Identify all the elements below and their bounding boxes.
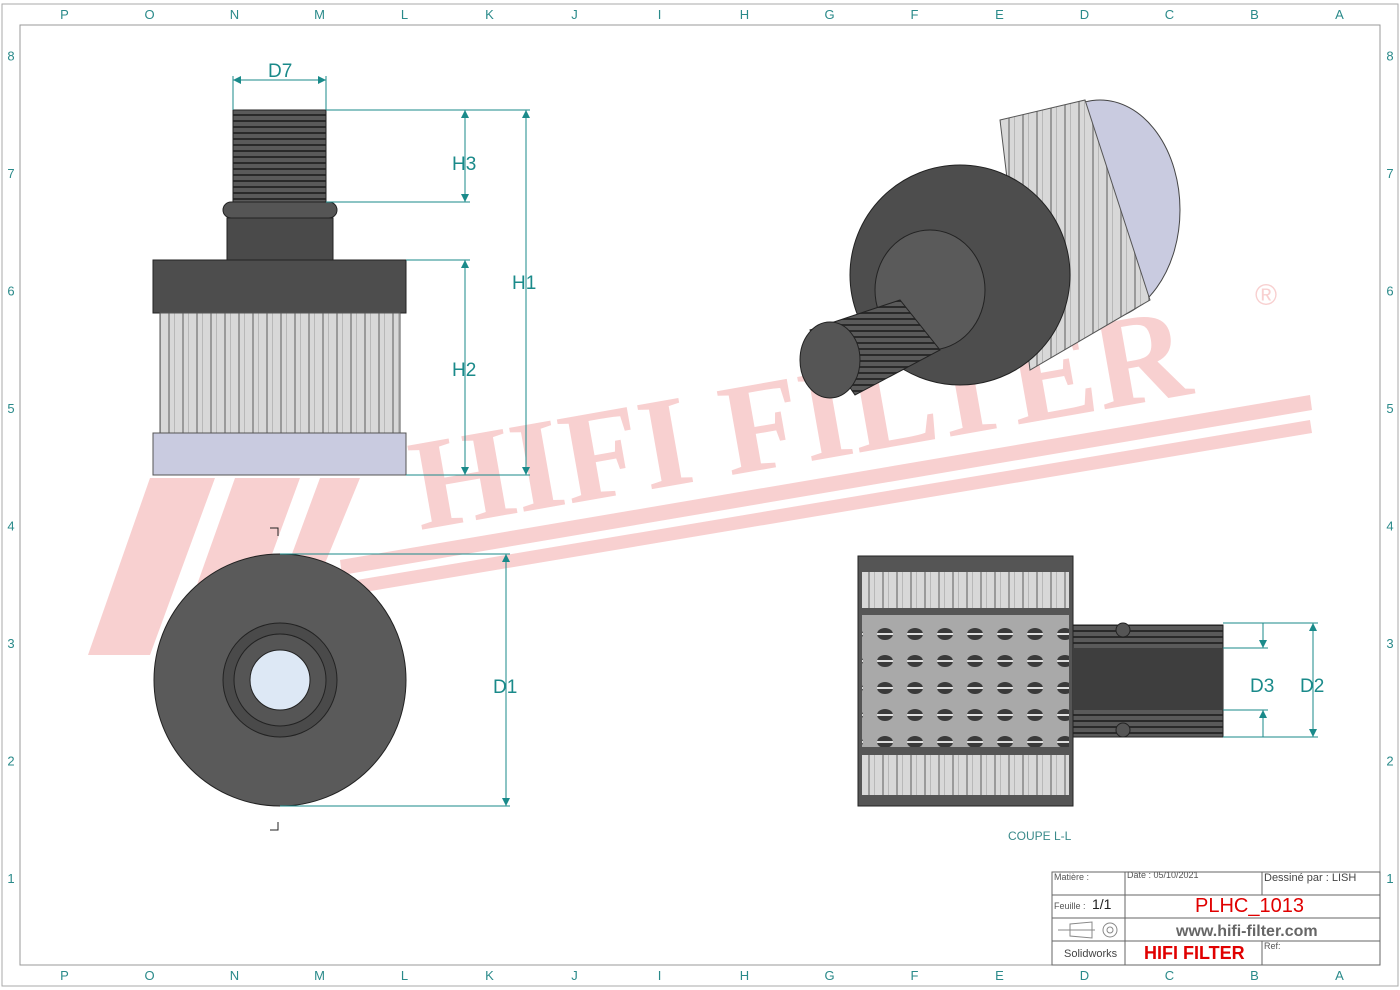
grid-column-label: A bbox=[1335, 7, 1344, 22]
grid-column-label: F bbox=[911, 7, 919, 22]
part-number: PLHC_1013 bbox=[1195, 895, 1304, 917]
sheet-label: Feuille : bbox=[1054, 901, 1086, 911]
grid-column-label: H bbox=[740, 968, 749, 983]
grid-column-label: D bbox=[1080, 7, 1089, 22]
grid-column-label: O bbox=[144, 968, 154, 983]
grid-column-label: K bbox=[485, 968, 494, 983]
grid-column-label: E bbox=[995, 968, 1004, 983]
grid-row-labels-left: 8 7 6 5 4 3 2 1 bbox=[7, 48, 14, 886]
grid-row-label: 3 bbox=[1386, 636, 1393, 651]
grid-row-label: 4 bbox=[7, 518, 14, 533]
grid-row-label: 2 bbox=[7, 753, 14, 768]
drawn-by: Dessiné par : LISH bbox=[1264, 872, 1356, 884]
grid-row-labels-right: 8 7 6 5 4 3 2 1 bbox=[1386, 48, 1393, 886]
dimension-h3: H3 bbox=[452, 154, 476, 175]
grid-row-label: 3 bbox=[7, 636, 14, 651]
grid-column-label: I bbox=[658, 7, 662, 22]
grid-column-label: N bbox=[230, 968, 239, 983]
isometric-view bbox=[799, 99, 1181, 399]
grid-row-label: 1 bbox=[7, 871, 14, 886]
grid-column-label: J bbox=[571, 968, 578, 983]
grid-column-label: C bbox=[1165, 968, 1174, 983]
bottom-view-dimensions bbox=[280, 553, 510, 807]
software: Solidworks bbox=[1064, 948, 1118, 960]
date-label: Date : 05/10/2021 bbox=[1127, 870, 1199, 880]
grid-column-label: G bbox=[824, 968, 834, 983]
svg-text:®: ® bbox=[1255, 279, 1277, 312]
grid-row-label: 7 bbox=[1386, 166, 1393, 181]
grid-row-label: 4 bbox=[1386, 518, 1393, 533]
grid-column-label: P bbox=[60, 7, 69, 22]
grid-row-label: 6 bbox=[1386, 283, 1393, 298]
grid-column-label: P bbox=[60, 968, 69, 983]
drawing-frame bbox=[1, 3, 1399, 987]
sheet-value: 1/1 bbox=[1092, 896, 1112, 912]
grid-column-label: E bbox=[995, 7, 1004, 22]
brand-name: HIFI FILTER bbox=[1144, 943, 1245, 963]
dimension-d1: D1 bbox=[493, 677, 517, 698]
dimension-d3: D3 bbox=[1250, 676, 1274, 697]
grid-column-label: M bbox=[314, 968, 325, 983]
grid-column-label: D bbox=[1080, 968, 1089, 983]
ref-label: Ref: bbox=[1264, 941, 1281, 951]
grid-column-label: B bbox=[1250, 968, 1259, 983]
section-view bbox=[857, 555, 1224, 807]
section-caption: COUPE L-L bbox=[1008, 829, 1072, 843]
grid-row-label: 5 bbox=[7, 401, 14, 416]
projection-symbol-icon bbox=[1058, 921, 1118, 939]
section-view-dimensions bbox=[1223, 622, 1318, 738]
dimension-d2: D2 bbox=[1300, 676, 1324, 697]
grid-column-label: B bbox=[1250, 7, 1259, 22]
grid-column-label: H bbox=[740, 7, 749, 22]
grid-column-label: N bbox=[230, 7, 239, 22]
title-block bbox=[1051, 871, 1381, 966]
bottom-view bbox=[153, 527, 407, 831]
grid-row-label: 2 bbox=[1386, 753, 1393, 768]
website: www.hifi-filter.com bbox=[1175, 923, 1318, 940]
grid-column-label: F bbox=[911, 968, 919, 983]
grid-row-label: 6 bbox=[7, 283, 14, 298]
dimension-h2: H2 bbox=[452, 360, 476, 381]
grid-column-label: K bbox=[485, 7, 494, 22]
grid-column-label: C bbox=[1165, 7, 1174, 22]
dimension-d7: D7 bbox=[268, 61, 292, 82]
grid-row-label: 8 bbox=[1386, 48, 1393, 63]
grid-column-label: O bbox=[144, 7, 154, 22]
grid-row-label: 5 bbox=[1386, 401, 1393, 416]
grid-column-label: I bbox=[658, 968, 662, 983]
dimension-h1: H1 bbox=[512, 273, 536, 294]
grid-row-label: 8 bbox=[7, 48, 14, 63]
grid-column-label: J bbox=[571, 7, 578, 22]
grid-column-label: A bbox=[1335, 968, 1344, 983]
front-view bbox=[152, 109, 407, 476]
grid-column-label: L bbox=[401, 968, 408, 983]
grid-row-label: 7 bbox=[7, 166, 14, 181]
front-view-dimensions bbox=[232, 76, 530, 476]
grid-row-label: 1 bbox=[1386, 871, 1393, 886]
material-label: Matière : bbox=[1054, 872, 1089, 882]
grid-column-label: L bbox=[401, 7, 408, 22]
grid-column-label: G bbox=[824, 7, 834, 22]
grid-column-label: M bbox=[314, 7, 325, 22]
